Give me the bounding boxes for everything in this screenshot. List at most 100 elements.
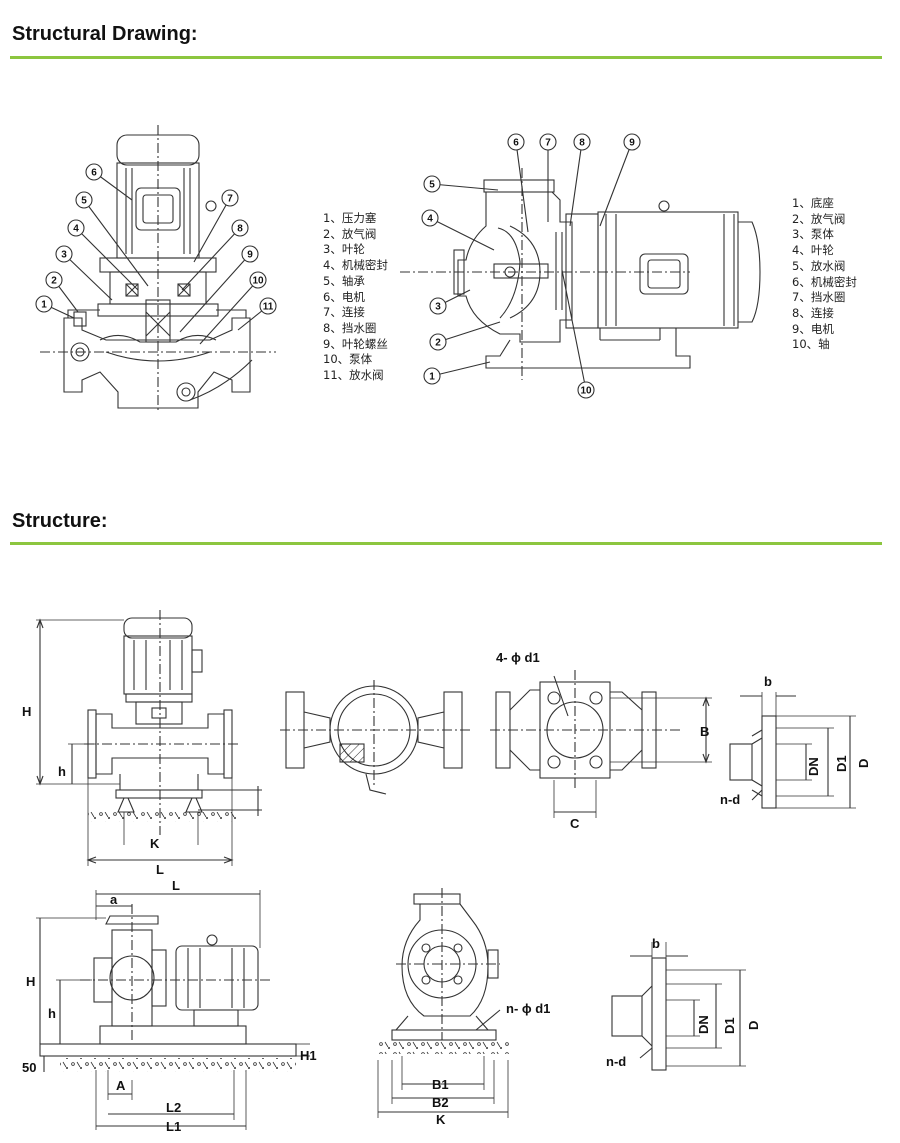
legend-item: 3、叶轮 [323, 242, 365, 257]
callout-number: 1 [41, 300, 47, 311]
callout-leader [199, 279, 259, 345]
legend-item: 8、连接 [792, 305, 834, 320]
dim-L: L [156, 862, 164, 877]
legend-item: 4、机械密封 [323, 258, 388, 273]
dim-DN: DN [806, 757, 821, 776]
dim-L2: L2 [166, 1100, 181, 1115]
callout-leader [431, 183, 499, 191]
pump-top-view-drawing [280, 680, 470, 795]
dim-nd: n-d [720, 792, 740, 807]
callout-leader [429, 217, 495, 251]
section-divider [10, 542, 882, 545]
dim-H: H [22, 704, 31, 719]
dim-b: b [652, 936, 660, 951]
dim-nd: n-d [606, 1054, 626, 1069]
dim-L: L [172, 878, 180, 893]
pump-side-view-drawing [490, 670, 712, 818]
dim-nd1: n- ϕ d1 [506, 1001, 550, 1016]
section-title-structure: Structure: [12, 510, 108, 532]
callout-bubble [423, 175, 441, 193]
callout-number: 6 [91, 168, 97, 179]
dim-D: D [856, 759, 871, 768]
callout-leader [569, 141, 583, 227]
callout-leader [515, 141, 529, 233]
legend-item: 11、放水阀 [323, 368, 384, 383]
callout-bubble [55, 245, 73, 263]
callout-leader [561, 269, 587, 391]
legend-item: 9、电机 [792, 321, 834, 336]
callout-bubble [221, 189, 239, 207]
callout-number: 4 [427, 214, 433, 225]
dim-h: h [58, 764, 66, 779]
horizontal-pump-drawing [400, 168, 761, 380]
legend-item: 6、机械密封 [792, 274, 857, 289]
callout-bubble [67, 219, 85, 237]
callout-leader [83, 199, 149, 287]
callout-leader [193, 197, 231, 263]
section-title-structural-drawing: Structural Drawing: [12, 23, 198, 45]
callout-bubble [259, 297, 277, 315]
callout-number: 8 [579, 138, 585, 149]
callout-number: 3 [435, 302, 441, 313]
callout-bubble [421, 209, 439, 227]
callout-bubble [577, 381, 595, 399]
legend-item: 7、挡水圈 [792, 290, 846, 305]
callout-bubble [75, 191, 93, 209]
callout-number: 11 [263, 302, 274, 313]
legend-item: 5、放水阀 [792, 258, 846, 273]
dim-D1: D1 [834, 755, 849, 772]
dim-DN: DN [696, 1015, 711, 1034]
dim-A: A [116, 1078, 126, 1093]
callout-number: 3 [61, 250, 67, 261]
callout-bubble [45, 271, 63, 289]
dim-K: K [436, 1112, 446, 1127]
callout-leader [431, 361, 491, 377]
callout-number: 10 [580, 386, 592, 397]
dim-h: h [48, 1006, 56, 1021]
callout-number: 5 [429, 180, 435, 191]
callout-number: 10 [252, 276, 264, 287]
legend-item: 2、放气阀 [323, 226, 377, 241]
dim-H: H [26, 974, 35, 989]
callout-number: 7 [545, 138, 551, 149]
dim-C: C [570, 816, 580, 831]
callout-bubble [507, 133, 525, 151]
vertical-pump-dimension-drawing [36, 610, 262, 866]
dim-D1: D1 [722, 1017, 737, 1034]
callout-bubble [623, 133, 641, 151]
legend-item: 8、挡水圈 [323, 320, 377, 335]
callout-bubble [35, 295, 53, 313]
legend-item: 5、轴承 [323, 273, 365, 288]
dim-b: b [764, 674, 772, 689]
legend-item: 4、叶轮 [792, 243, 834, 258]
legend-item: 6、电机 [323, 289, 365, 304]
flange-detail-drawing [729, 692, 856, 809]
callout-number: 2 [51, 276, 57, 287]
callout-number: 6 [513, 138, 519, 149]
legend-item: 3、泵体 [792, 227, 834, 242]
callout-number: 2 [435, 338, 441, 349]
callout-leader [599, 141, 633, 227]
dim-B2: B2 [432, 1095, 449, 1110]
legend-item: 9、叶轮螺丝 [323, 336, 388, 351]
callout-leader [75, 227, 139, 291]
section-divider [10, 56, 882, 59]
callout-leader [437, 321, 501, 343]
dim-B1: B1 [432, 1077, 449, 1092]
callout-bubble [241, 245, 259, 263]
horizontal-pump-front-view-drawing [376, 888, 510, 1118]
callout-bubble [85, 163, 103, 181]
horizontal-pump-dimension-drawing [36, 890, 310, 1130]
dim-flange-holes: 4- ϕ d1 [496, 650, 540, 665]
legend-item: 10、轴 [792, 337, 830, 352]
callout-number: 4 [73, 224, 79, 235]
dim-a: a [110, 892, 118, 907]
callout-bubble [539, 133, 557, 151]
callout-bubble [429, 297, 447, 315]
callout-number: 9 [629, 138, 635, 149]
